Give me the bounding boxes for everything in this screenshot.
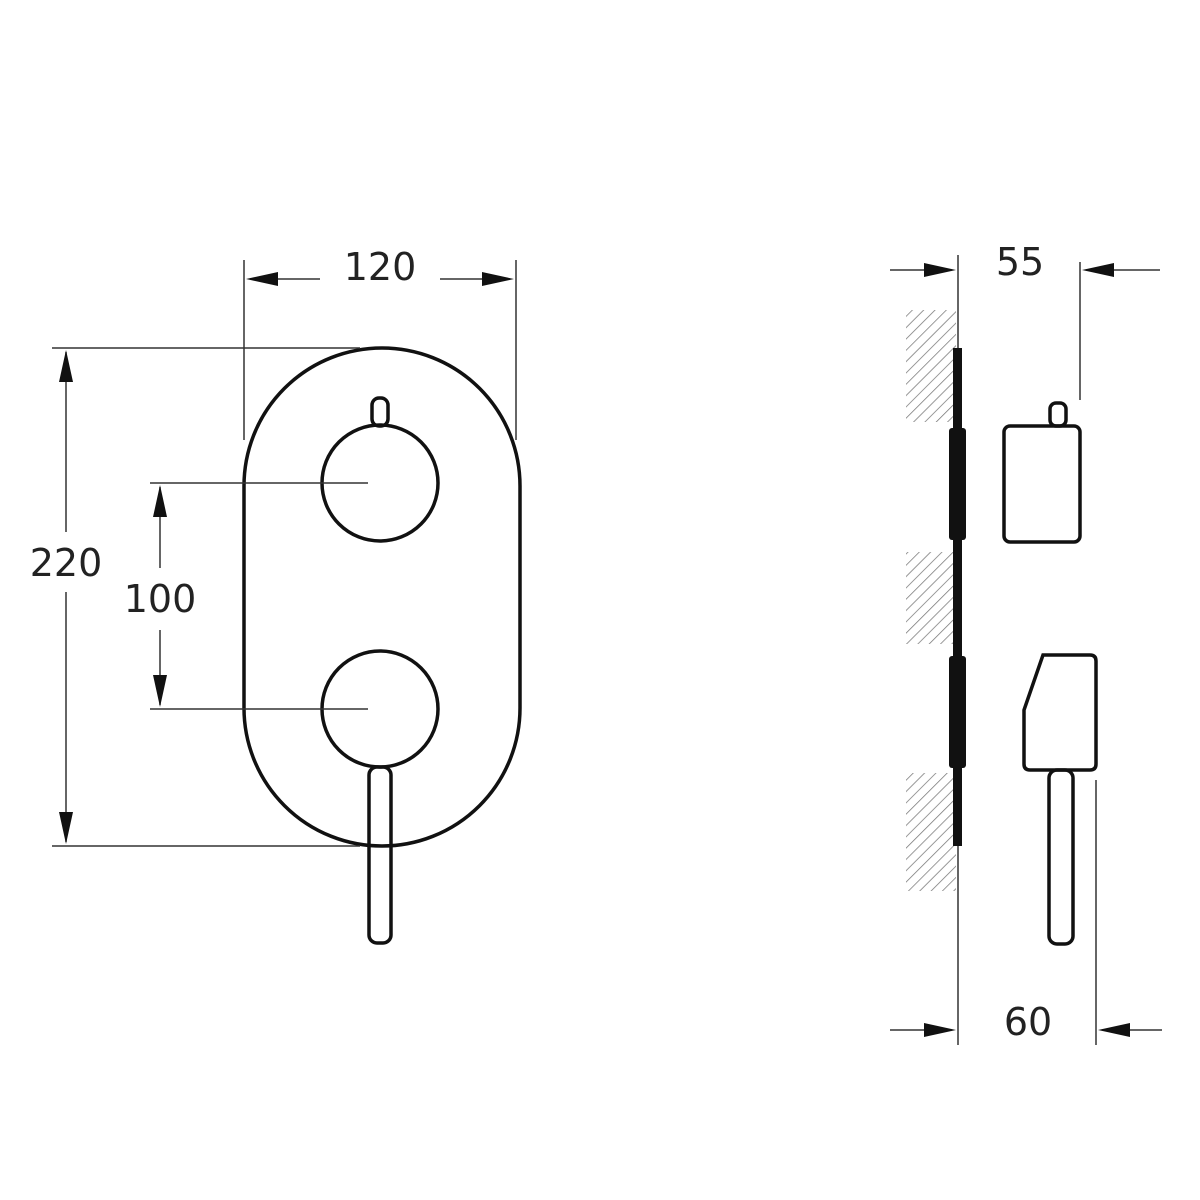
width-label: 120	[344, 245, 417, 289]
depth-top-dimension: 55	[890, 240, 1160, 400]
wall-hatch-top	[906, 310, 956, 422]
front-view: 120 220 100	[30, 245, 522, 945]
spacing-dimension: 100	[124, 482, 368, 710]
width-dimension: 120	[243, 245, 517, 440]
side-view: 55 60	[890, 240, 1162, 1045]
spacing-label: 100	[124, 577, 197, 621]
top-knob-side-indicator	[1048, 401, 1068, 428]
wall-hatch-middle	[906, 552, 956, 644]
depth-top-label: 55	[996, 240, 1044, 284]
top-knob-side	[1002, 424, 1082, 544]
top-knob-indicator	[370, 396, 390, 428]
cover-plate	[242, 346, 522, 848]
height-dimension: 220	[30, 347, 360, 847]
wall-hatch-bottom	[906, 773, 956, 891]
depth-bottom-label: 60	[1004, 1000, 1052, 1044]
lever-side	[1047, 768, 1075, 946]
bottom-knob-side	[1022, 653, 1098, 772]
depth-bottom-dimension: 60	[890, 780, 1162, 1045]
height-label: 220	[30, 541, 103, 585]
lever-handle	[367, 765, 393, 945]
plate-profile	[953, 348, 962, 846]
